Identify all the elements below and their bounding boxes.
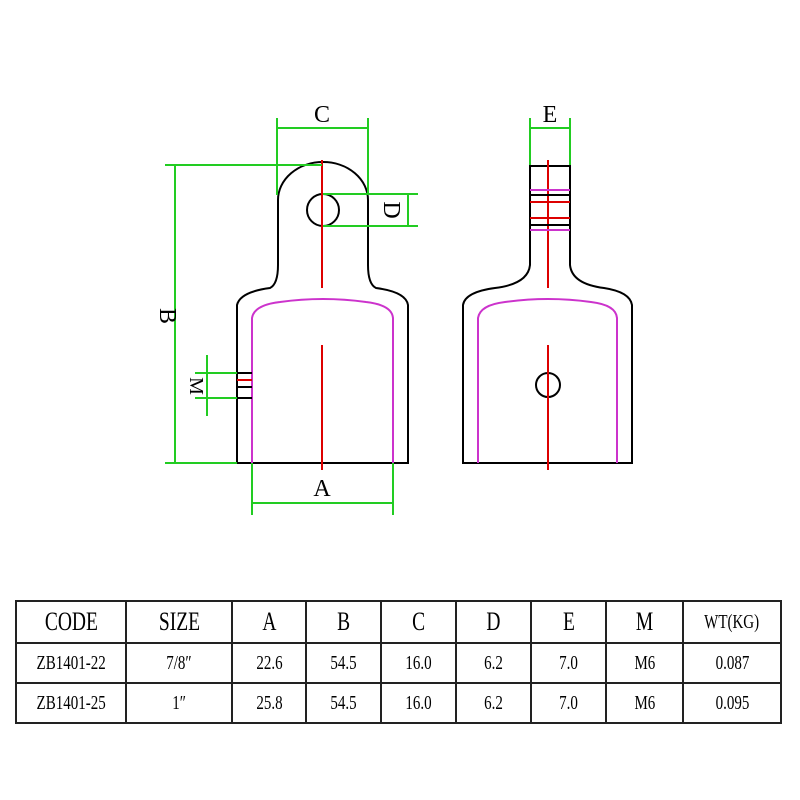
header-cell: D — [455, 600, 532, 644]
front-inner-line — [251, 298, 394, 463]
cell-size: 7/8″ — [125, 642, 233, 684]
cell-m: M6 — [605, 682, 684, 724]
cell-a: 25.8 — [231, 682, 307, 724]
cell-b: 54.5 — [305, 642, 382, 684]
cell-wt: 0.087 — [682, 642, 782, 684]
cell-e: 7.0 — [530, 642, 607, 684]
dim-label-a: A — [313, 476, 331, 502]
technical-drawing: C E B D A M — [154, 102, 633, 515]
table-row: ZB1401-25 1″ 25.8 54.5 16.0 6.2 7.0 M6 0… — [15, 682, 782, 724]
cell-code: ZB1401-25 — [15, 682, 127, 724]
side-view — [462, 160, 633, 470]
front-outline — [236, 161, 409, 464]
cell-wt: 0.095 — [682, 682, 782, 724]
header-cell: B — [305, 600, 382, 644]
header-cell: C — [380, 600, 457, 644]
cell-d: 6.2 — [455, 642, 532, 684]
header-cell: SIZE — [125, 600, 233, 644]
cell-c: 16.0 — [380, 642, 457, 684]
cell-e: 7.0 — [530, 682, 607, 724]
side-outline — [462, 165, 633, 464]
cell-code: ZB1401-22 — [15, 642, 127, 684]
table-row: ZB1401-22 7/8″ 22.6 54.5 16.0 6.2 7.0 M6… — [15, 642, 782, 684]
cell-b: 54.5 — [305, 682, 382, 724]
header-cell: WT(KG) — [682, 600, 782, 644]
spec-table: CODE SIZE A B C D E M WT(KG) ZB1401-22 7… — [15, 600, 782, 724]
cell-size: 1″ — [125, 682, 233, 724]
table-header-row: CODE SIZE A B C D E M WT(KG) — [15, 600, 782, 644]
side-inner-line — [477, 298, 618, 463]
header-cell: A — [231, 600, 307, 644]
dim-label-m: M — [185, 377, 207, 395]
dim-label-e: E — [543, 102, 558, 128]
dimensions — [165, 118, 571, 515]
cell-m: M6 — [605, 642, 684, 684]
header-cell: CODE — [15, 600, 127, 644]
dim-label-b: B — [154, 308, 180, 324]
cell-c: 16.0 — [380, 682, 457, 724]
dim-label-c: C — [314, 102, 330, 128]
dim-label-d: D — [378, 201, 404, 218]
cell-d: 6.2 — [455, 682, 532, 724]
header-cell: M — [605, 600, 684, 644]
header-cell: E — [530, 600, 607, 644]
cell-a: 22.6 — [231, 642, 307, 684]
